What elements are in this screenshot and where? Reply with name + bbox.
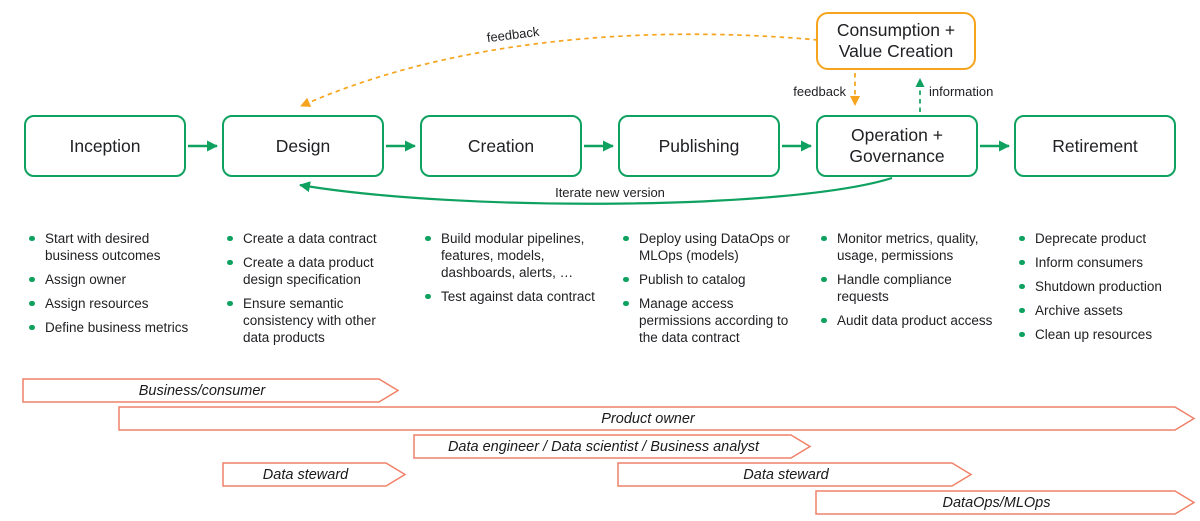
stage-bullets-operation-governance: Monitor metrics, quality, usage, permiss… xyxy=(818,230,996,336)
feedback-curve-label: feedback xyxy=(485,23,541,46)
stage-box-publishing: Publishing xyxy=(618,115,780,177)
role-bar-label: Business/consumer xyxy=(138,382,266,399)
bullet-item: Inform consumers xyxy=(1016,254,1194,271)
bullet-item: Create a data contract xyxy=(224,230,402,247)
bullet-item: Create a data product design specificati… xyxy=(224,254,402,288)
bullet-item: Build modular pipelines, features, model… xyxy=(422,230,600,281)
stage-bullets-publishing: Deploy using DataOps or MLOps (models) Pu… xyxy=(620,230,798,353)
role-bar-label: Data steward xyxy=(262,466,349,483)
bullet-item: Define business metrics xyxy=(26,319,204,336)
bullet-item: Audit data product access xyxy=(818,312,996,329)
stage-box-creation: Creation xyxy=(420,115,582,177)
role-bar-data-engineer-scientist-analyst: Data engineer / Data scientist / Busines… xyxy=(413,434,812,459)
bullet-item: Ensure semantic consistency with other d… xyxy=(224,295,402,346)
stage-bullets-creation: Build modular pipelines, features, model… xyxy=(422,230,600,312)
consumption-value-creation-box: Consumption + Value Creation xyxy=(816,12,976,70)
role-bar-label: DataOps/MLOps xyxy=(942,494,1051,511)
bullet-item: Handle compliance requests xyxy=(818,271,996,305)
feedback-curve-arrow xyxy=(300,33,819,107)
bullet-item: Archive assets xyxy=(1016,302,1194,319)
bullet-item: Manage access permissions according to t… xyxy=(620,295,798,346)
bullet-item: Test against data contract xyxy=(422,288,600,305)
role-bar-label: Data steward xyxy=(743,466,829,483)
bullet-item: Clean up resources xyxy=(1016,326,1194,343)
role-bar-dataops-mlops: DataOps/MLOps xyxy=(815,490,1196,515)
role-bar-product-owner: Product owner xyxy=(118,406,1196,431)
bullet-item: Deploy using DataOps or MLOps (models) xyxy=(620,230,798,264)
bullet-item: Publish to catalog xyxy=(620,271,798,288)
role-bar-label: Product owner xyxy=(601,410,695,427)
stage-box-design: Design xyxy=(222,115,384,177)
feedback-label: feedback xyxy=(793,84,846,99)
role-bar-business-consumer: Business/consumer xyxy=(22,378,400,403)
stage-box-retirement: Retirement xyxy=(1014,115,1176,177)
role-bar-data-steward-1: Data steward xyxy=(222,462,407,487)
bullet-item: Monitor metrics, quality, usage, permiss… xyxy=(818,230,996,264)
role-bar-label: Data engineer / Data scientist / Busines… xyxy=(447,438,760,455)
stage-box-inception: Inception xyxy=(24,115,186,177)
bullet-item: Assign resources xyxy=(26,295,204,312)
bullet-item: Shutdown production xyxy=(1016,278,1194,295)
bullet-item: Deprecate product xyxy=(1016,230,1194,247)
bullet-item: Assign owner xyxy=(26,271,204,288)
role-bar-data-steward-2: Data steward xyxy=(617,462,973,487)
bullet-item: Start with desired business outcomes xyxy=(26,230,204,264)
iterate-new-version-label: Iterate new version xyxy=(555,185,665,200)
information-label: information xyxy=(929,84,994,99)
stage-box-operation-governance: Operation + Governance xyxy=(816,115,978,177)
